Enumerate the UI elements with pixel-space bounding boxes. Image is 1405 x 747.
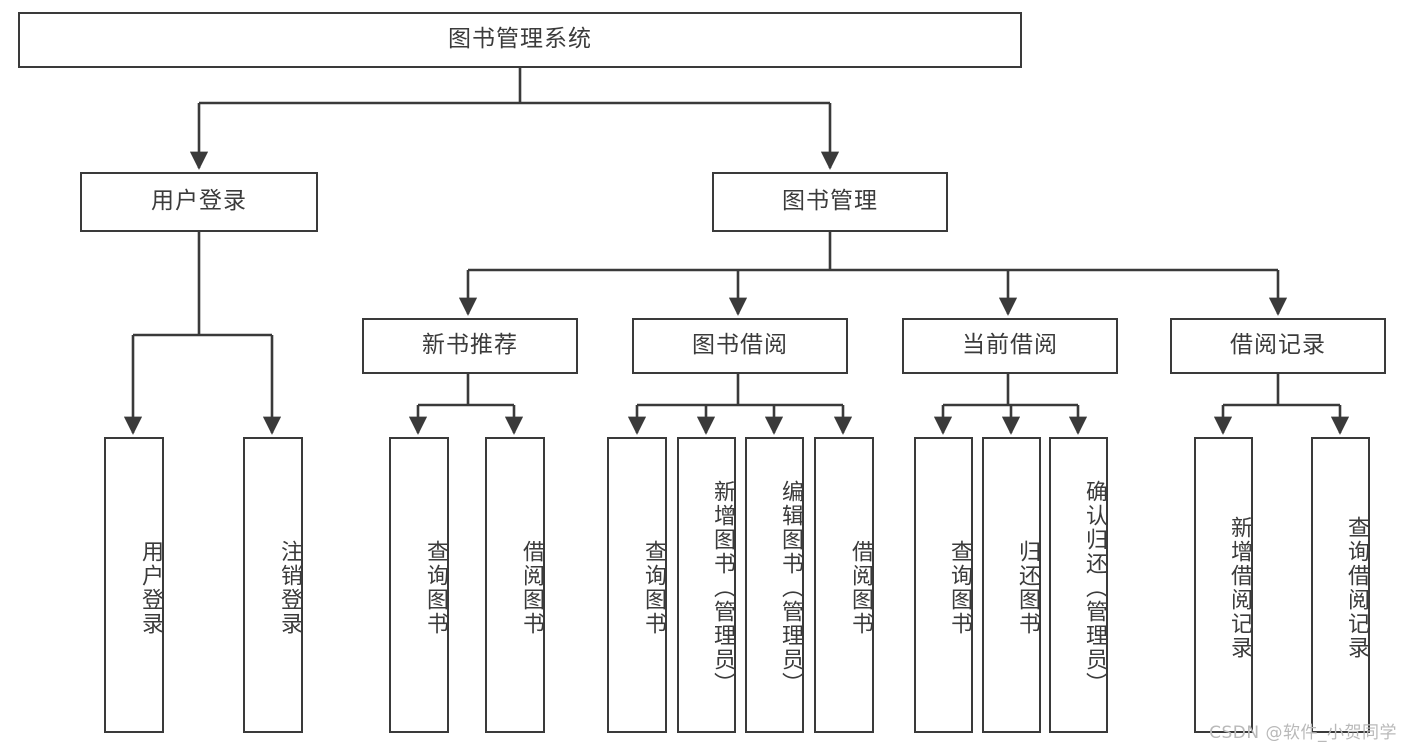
node-label: 用户登录 — [138, 540, 163, 636]
node-label: 编辑图书（管理员） — [778, 480, 803, 696]
node-user-login[interactable]: 用户登录 — [80, 172, 318, 232]
leaf-book-borrow-borrow-book[interactable]: 借阅图书 — [814, 437, 874, 733]
node-label: 查询图书 — [641, 540, 666, 636]
leaf-current-borrow-query-book[interactable]: 查询图书 — [914, 437, 973, 733]
node-current-borrow[interactable]: 当前借阅 — [902, 318, 1118, 374]
node-label: 用户登录 — [151, 188, 247, 215]
leaf-borrow-record-add-record[interactable]: 新增借阅记录 — [1194, 437, 1253, 733]
leaf-user-login-login[interactable]: 用户登录 — [104, 437, 164, 733]
leaf-book-borrow-add-book-admin[interactable]: 新增图书（管理员） — [677, 437, 736, 733]
csdn-watermark: CSDN @软件_小贺同学 — [1209, 723, 1397, 743]
leaf-new-book-borrow-book[interactable]: 借阅图书 — [485, 437, 545, 733]
node-label: 借阅图书 — [519, 540, 544, 636]
node-label: 借阅图书 — [848, 540, 873, 636]
node-label: 新书推荐 — [422, 332, 518, 359]
node-label: 确认归还（管理员） — [1082, 480, 1107, 696]
leaf-book-borrow-edit-book-admin[interactable]: 编辑图书（管理员） — [745, 437, 804, 733]
node-new-book-recommend[interactable]: 新书推荐 — [362, 318, 578, 374]
node-label: 新增借阅记录 — [1227, 516, 1252, 660]
node-label: 归还图书 — [1015, 540, 1040, 636]
node-book-management[interactable]: 图书管理 — [712, 172, 948, 232]
node-label: 查询图书 — [423, 540, 448, 636]
node-label: 查询借阅记录 — [1344, 516, 1369, 660]
node-borrow-record[interactable]: 借阅记录 — [1170, 318, 1386, 374]
node-book-borrow[interactable]: 图书借阅 — [632, 318, 848, 374]
node-label: 图书管理系统 — [448, 26, 592, 53]
node-root-system[interactable]: 图书管理系统 — [18, 12, 1022, 68]
leaf-user-login-logout[interactable]: 注销登录 — [243, 437, 303, 733]
node-label: 图书管理 — [782, 188, 878, 215]
leaf-book-borrow-query-book[interactable]: 查询图书 — [607, 437, 667, 733]
node-label: 注销登录 — [277, 540, 302, 636]
node-label: 借阅记录 — [1230, 332, 1326, 359]
node-label: 当前借阅 — [962, 332, 1058, 359]
leaf-current-borrow-return-book[interactable]: 归还图书 — [982, 437, 1041, 733]
leaf-borrow-record-query-record[interactable]: 查询借阅记录 — [1311, 437, 1370, 733]
node-label: 查询图书 — [947, 540, 972, 636]
leaf-current-borrow-confirm-return-admin[interactable]: 确认归还（管理员） — [1049, 437, 1108, 733]
node-label: 新增图书（管理员） — [710, 480, 735, 696]
leaf-new-book-query-book[interactable]: 查询图书 — [389, 437, 449, 733]
node-label: 图书借阅 — [692, 332, 788, 359]
